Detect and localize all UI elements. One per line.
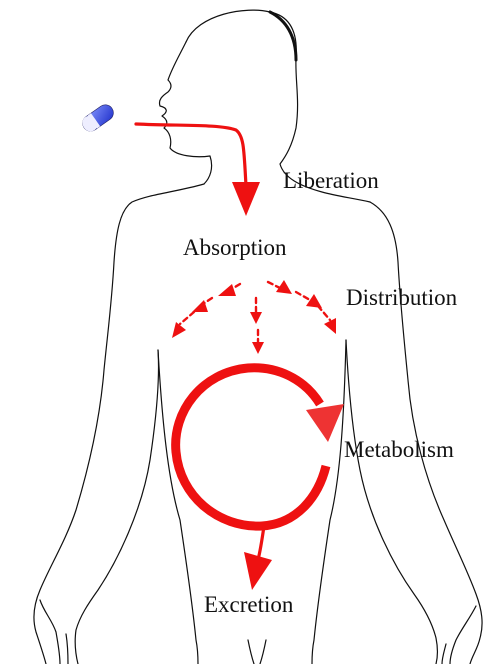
right-hand — [442, 606, 476, 664]
left-hand — [40, 600, 68, 664]
liberation-arrow — [136, 124, 260, 216]
distribution-arrow-2 — [268, 280, 292, 294]
right-shoulder — [370, 202, 482, 664]
distribution-arrow-5 — [172, 312, 194, 338]
distribution-arrow-6 — [318, 306, 336, 334]
distribution-arrow-7 — [250, 298, 262, 324]
excretion-arrow — [244, 526, 272, 590]
hair-accent — [270, 12, 296, 60]
excretion-arrowhead — [244, 552, 272, 590]
absorption-label: Absorption — [183, 236, 287, 259]
distribution-label: Distribution — [346, 286, 457, 309]
metabolism-cycle-arrow — [176, 368, 344, 526]
distribution-arrow-3 — [192, 298, 212, 312]
liberation-arrowhead — [232, 182, 260, 216]
torso-right — [312, 340, 346, 664]
metabolism-label: Metabolism — [344, 438, 454, 461]
excretion-label: Excretion — [204, 593, 293, 616]
distribution-arrow-1 — [218, 284, 240, 296]
crotch — [248, 640, 266, 664]
face-profile — [159, 42, 211, 184]
capsule-icon — [79, 102, 116, 135]
distribution-arrows — [172, 280, 336, 354]
right-inner-arm — [346, 340, 438, 664]
distribution-arrow-8 — [252, 330, 264, 354]
metabolism-arrowhead — [306, 404, 344, 442]
left-inner-arm — [75, 350, 158, 664]
liberation-label: Liberation — [283, 169, 379, 192]
